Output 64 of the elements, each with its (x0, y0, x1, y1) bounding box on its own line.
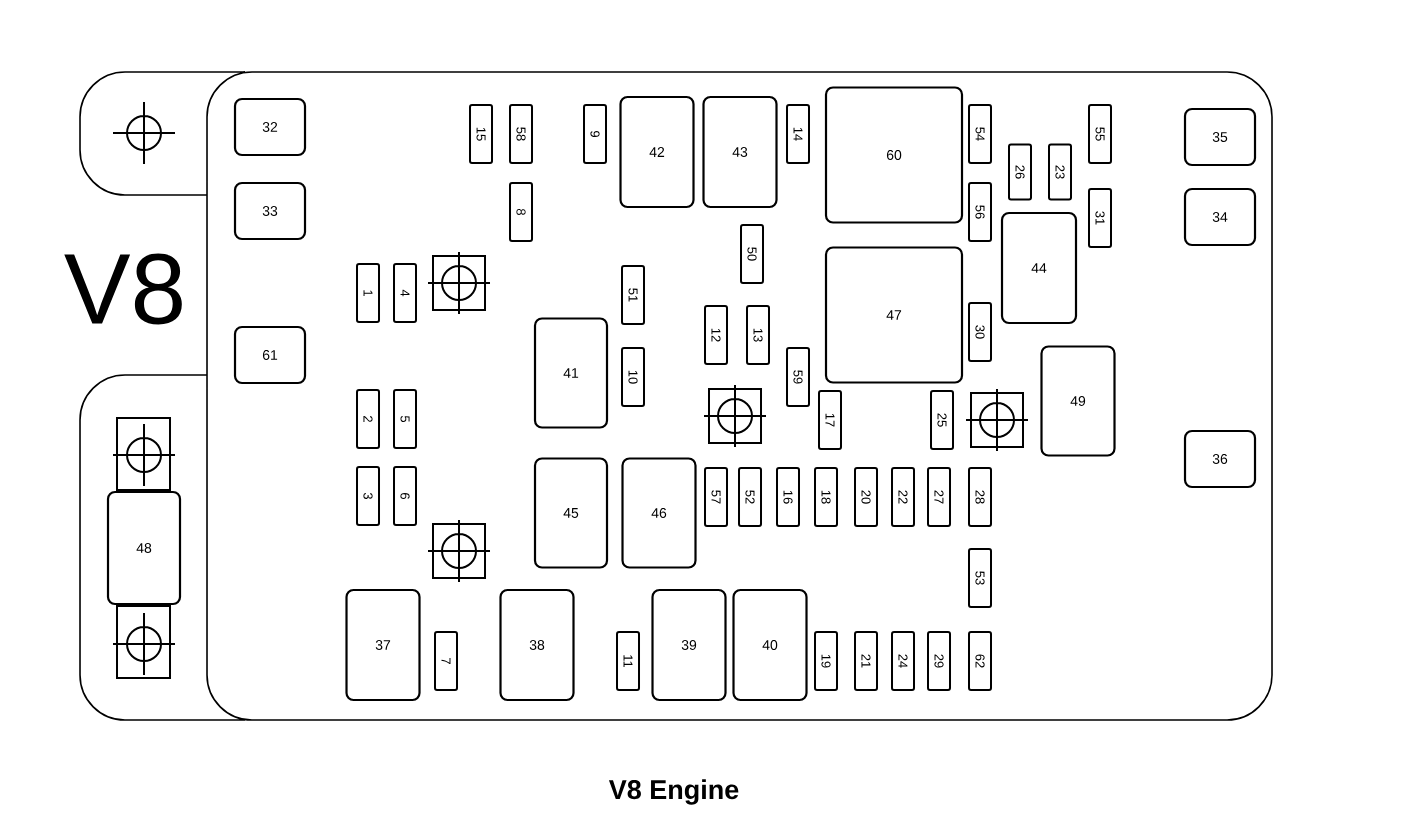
engine-label: V8 (64, 253, 182, 325)
fuse-box: 52 (738, 467, 762, 527)
relay-box: 60 (824, 86, 964, 224)
fuse-box: 53 (968, 548, 992, 608)
fuse-box: 30 (968, 302, 992, 362)
fuse-box: 20 (854, 467, 878, 527)
fuse-box: 8 (509, 182, 533, 242)
fuse-box: 31 (1088, 188, 1112, 248)
fuse-box: 11 (616, 631, 640, 691)
fuse-box: 55 (1088, 104, 1112, 164)
fuse-box: 15 (469, 104, 493, 164)
relay-box: 41 (533, 317, 609, 429)
relay-box: 46 (621, 457, 697, 569)
relay-box: 32 (233, 97, 307, 157)
relay-box: 61 (233, 325, 307, 385)
relay-box: 44 (1000, 211, 1078, 325)
fuse-box: 13 (746, 305, 770, 365)
relay-box: 37 (345, 588, 421, 702)
fuse-box: 4 (393, 263, 417, 323)
fuse-box: 25 (930, 390, 954, 450)
fuse-box: 18 (814, 467, 838, 527)
fuse-box: 21 (854, 631, 878, 691)
fuse-box: 3 (356, 466, 380, 526)
fuse-box: 12 (704, 305, 728, 365)
fuse-box: 59 (786, 347, 810, 407)
relay-box: 36 (1183, 429, 1257, 489)
fuse-box: 62 (968, 631, 992, 691)
fuse-box: 27 (927, 467, 951, 527)
fuse-box: 1 (356, 263, 380, 323)
relay-box: 35 (1183, 107, 1257, 167)
fuse-box: 19 (814, 631, 838, 691)
fuse-box: 56 (968, 182, 992, 242)
relay-box: 40 (732, 588, 808, 702)
fuse-box: 23 (1048, 143, 1072, 201)
fuse-box: 58 (509, 104, 533, 164)
fuse-box: 14 (786, 104, 810, 164)
fuse-box: 24 (891, 631, 915, 691)
fuse-box: 28 (968, 467, 992, 527)
fuse-box: 5 (393, 389, 417, 449)
relay-box: 34 (1183, 187, 1257, 247)
caption: V8 Engine (608, 779, 739, 805)
relay-box: 47 (824, 246, 964, 384)
relay-box: 33 (233, 181, 307, 241)
fuse-box: 51 (621, 265, 645, 325)
relay-box: 43 (702, 95, 778, 209)
fuse-box: 17 (818, 390, 842, 450)
fuse-box: 54 (968, 104, 992, 164)
fuse-box: 16 (776, 467, 800, 527)
relay-box: 49 (1040, 345, 1116, 457)
fuse-box: 22 (891, 467, 915, 527)
fuse-box: 29 (927, 631, 951, 691)
fuse-box: 9 (583, 104, 607, 164)
relay-box: 38 (499, 588, 575, 702)
fuse-box: 7 (434, 631, 458, 691)
fuse-box: 50 (740, 224, 764, 284)
fuse-box: 57 (704, 467, 728, 527)
relay-box: 39 (651, 588, 727, 702)
fuse-box: 6 (393, 466, 417, 526)
relay-box: 45 (533, 457, 609, 569)
fuse-box: 2 (356, 389, 380, 449)
fuse-box: 10 (621, 347, 645, 407)
relay-box: 48 (106, 490, 182, 606)
fuse-box: 26 (1008, 143, 1032, 201)
relay-box: 42 (619, 95, 695, 209)
